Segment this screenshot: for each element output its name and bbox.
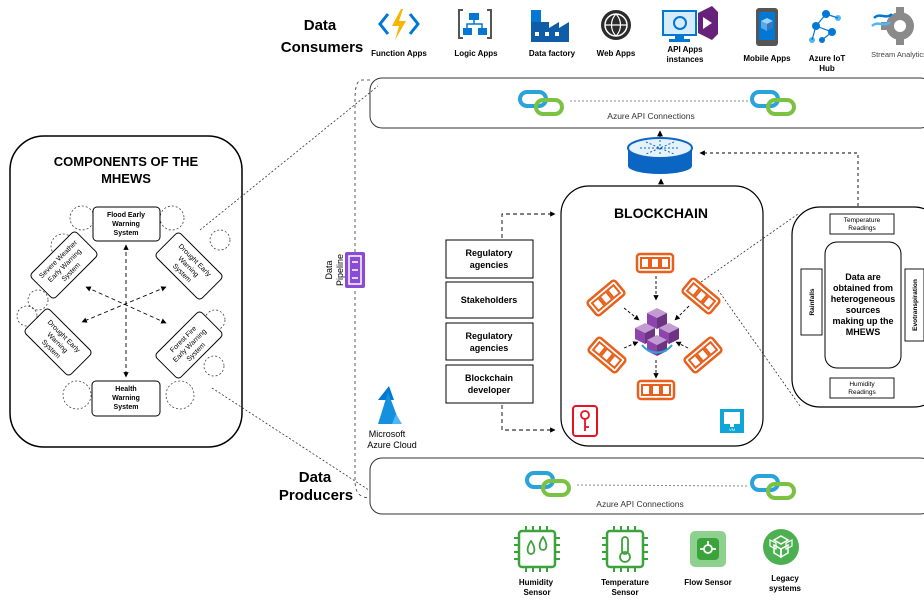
- rainfalls-label: Rainfalls: [809, 288, 816, 315]
- flood-line2: Warning: [112, 221, 140, 228]
- consumer-label-logic-apps: Logic Apps: [454, 49, 498, 58]
- block-icon: [635, 252, 675, 274]
- actor-1-line1: Regulatory: [465, 248, 512, 258]
- components-title-line2: MHEWS: [101, 171, 151, 186]
- humidity-sensor-icon: [514, 526, 560, 572]
- azure-cloud-boundary: [354, 79, 373, 499]
- api-connections-bottom-label: Azure API Connections: [596, 499, 683, 509]
- producer-temperature-line2: Sensor: [611, 588, 638, 597]
- stream-analytics-icon: [871, 7, 914, 45]
- blockchain-cubes-icon: [635, 308, 679, 356]
- database-icon: [627, 137, 693, 174]
- web-apps-icon: [601, 10, 631, 40]
- actor-1-line2: agencies: [470, 260, 509, 270]
- block-arrows: [623, 276, 690, 379]
- center-line4: sources: [846, 305, 881, 315]
- center-line5: making up the: [832, 316, 893, 326]
- component-links: [81, 244, 167, 378]
- actor-2-line1: Stakeholders: [461, 295, 518, 305]
- producer-humidity-line1: Humidity: [519, 578, 554, 587]
- azure-cloud-line1: Microsoft: [369, 429, 406, 439]
- key-vault-icon: [572, 405, 598, 437]
- sources-center: Data are obtained from heterogeneous sou…: [824, 241, 902, 369]
- vm-label: VM: [729, 427, 735, 432]
- data-pipeline-icon: [345, 252, 365, 288]
- drought-warning-system-right: Drought Early Warning System: [155, 232, 223, 300]
- temp-line1: Temperature: [844, 217, 881, 224]
- actor-regulatory-agencies-2: Regulatory agencies: [445, 322, 534, 361]
- actor-blockchain-developer: Blockchain developer: [445, 364, 534, 404]
- azure-logo-icon: [378, 386, 402, 424]
- actor-regulatory-agencies-1: Regulatory agencies: [445, 239, 534, 279]
- sources-to-database-arrow: [699, 150, 859, 206]
- components-title-line1: COMPONENTS OF THE: [54, 154, 199, 169]
- legacy-systems-icon: [763, 529, 799, 565]
- severe-weather-warning-system: Severe Weather Early Warning System: [30, 231, 98, 299]
- producer-legacy-line2: systems: [769, 584, 802, 593]
- producer-humidity-line2: Sensor: [523, 588, 550, 597]
- humidity-readings: Humidity Readings: [829, 377, 895, 399]
- connector: [576, 484, 749, 487]
- consumer-label-iot-hub-line2: Hub: [819, 64, 835, 73]
- consumers-title-line1: Data: [304, 17, 337, 34]
- producer-temperature-line1: Temperature: [601, 578, 649, 587]
- pipeline-label-line2: Pipeline: [335, 254, 345, 286]
- evotranspiration-label: Evotranspiration: [912, 279, 919, 331]
- flood-line1: Flood Early: [107, 212, 145, 219]
- consumer-label-data-factory: Data factory: [529, 49, 576, 58]
- logic-apps-icon: [458, 9, 492, 39]
- function-apps-icon: [378, 9, 420, 40]
- api-connections-top-label: Azure API Connections: [607, 111, 694, 121]
- temperature-readings: Temperature Readings: [829, 213, 895, 235]
- actor-3-line1: Regulatory: [465, 331, 512, 341]
- blockchain-title: BLOCKCHAIN: [614, 205, 708, 221]
- flood-line3: System: [114, 230, 139, 237]
- hum-line1: Humidity: [849, 381, 875, 388]
- flood-warning-system: Flood Early Warning System: [92, 206, 161, 242]
- temp-line2: Readings: [848, 225, 876, 232]
- consumer-label-web-apps: Web Apps: [597, 49, 636, 58]
- actor-3-line2: agencies: [470, 343, 509, 353]
- consumer-label-api-apps-line1: API Apps: [667, 45, 703, 54]
- consumer-label-function-apps: Function Apps: [371, 49, 427, 58]
- azure-cloud-line2: Azure Cloud: [367, 440, 417, 450]
- health-warning-system: Health Warning System: [91, 380, 161, 417]
- health-line1: Health: [115, 386, 136, 393]
- consumer-label-api-apps-line2: instances: [667, 55, 704, 64]
- actor-arrows: [501, 211, 556, 433]
- producers-title-line2: Producers: [279, 487, 353, 504]
- pipeline-label-line1: Data: [324, 260, 334, 279]
- temperature-sensor-icon: [602, 526, 648, 572]
- center-line6: MHEWS: [846, 327, 881, 337]
- azure-iot-hub-icon: [809, 10, 841, 43]
- block-icon: [636, 379, 676, 401]
- consumers-title-line2: Consumers: [281, 39, 364, 56]
- actor-4-line1: Blockchain: [465, 373, 513, 383]
- evotranspiration: Evotranspiration: [904, 268, 924, 342]
- zoom-lines: [199, 85, 379, 497]
- actor-stakeholders: Stakeholders: [445, 281, 534, 319]
- producer-flow-sensor-label: Flow Sensor: [684, 578, 732, 587]
- actor-4-line2: developer: [468, 385, 511, 395]
- health-line3: System: [114, 404, 139, 411]
- forest-fire-warning-system: Forest Fire Early Warning System: [155, 311, 223, 379]
- producer-legacy-line1: Legacy: [771, 574, 799, 583]
- center-line3: heterogeneous: [831, 294, 896, 304]
- consumer-label-mobile-apps: Mobile Apps: [743, 54, 791, 63]
- producers-title-line1: Data: [299, 469, 332, 486]
- rainfalls: Rainfalls: [800, 268, 823, 336]
- api-apps-icon: [662, 6, 718, 42]
- health-line2: Warning: [112, 395, 140, 402]
- consumer-label-stream-analytics: Stream Analytics: [871, 50, 924, 59]
- mobile-apps-icon: [756, 8, 778, 46]
- center-line2: obtained from: [833, 283, 893, 293]
- hum-line2: Readings: [848, 389, 876, 396]
- flow-sensor-icon: [690, 531, 726, 567]
- data-factory-icon: [531, 10, 569, 42]
- center-line1: Data are: [845, 272, 881, 282]
- vm-icon: VM: [720, 409, 744, 433]
- consumer-label-iot-hub-line1: Azure IoT: [809, 54, 846, 63]
